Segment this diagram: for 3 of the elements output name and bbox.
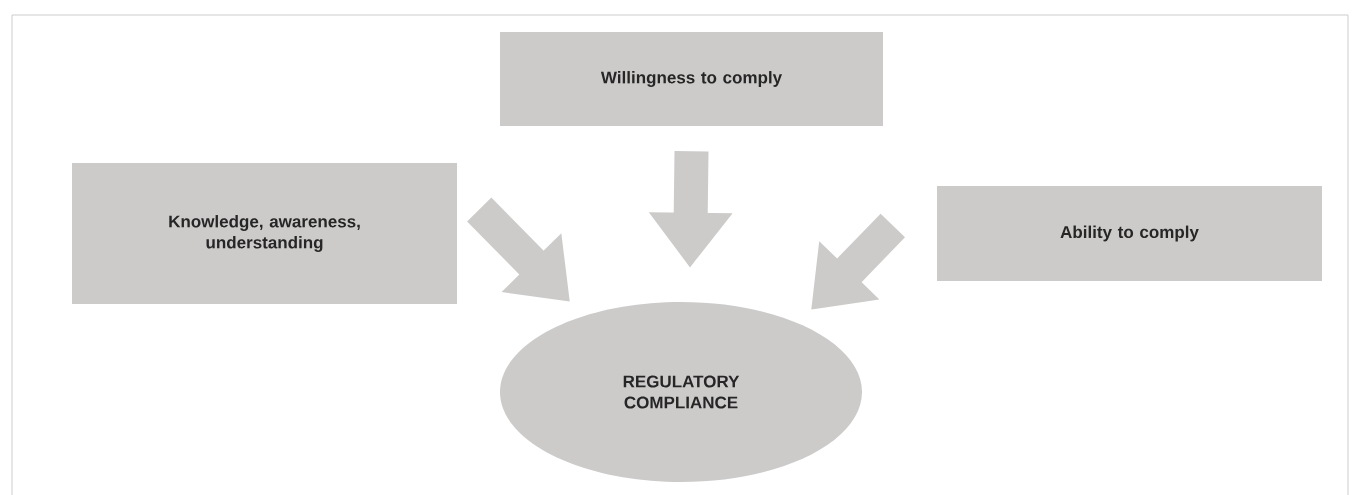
factor-box: Willingness to comply: [500, 32, 883, 126]
factor-box: Knowledge, awareness, understanding: [72, 163, 457, 304]
factor-box: Ability to comply: [937, 186, 1322, 281]
